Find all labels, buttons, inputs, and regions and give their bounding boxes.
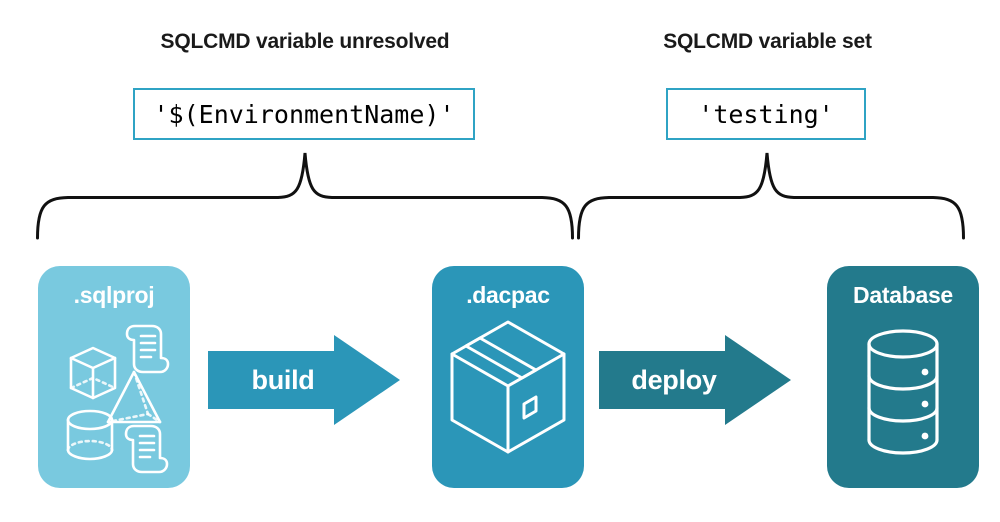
cube-icon <box>69 346 117 400</box>
artifact-sqlproj: .sqlproj <box>38 266 190 488</box>
heading-sqlcmd-variable-unresolved: SQLCMD variable unresolved <box>160 30 450 53</box>
heading-sqlcmd-variable-set: SQLCMD variable set <box>663 30 872 53</box>
cylinder-icon <box>66 409 114 461</box>
pyramid-icon <box>106 370 162 424</box>
artifact-database: Database <box>827 266 979 488</box>
arrow-build-shape <box>208 335 400 425</box>
brace-left-icon <box>36 152 574 240</box>
script-icon <box>125 324 170 374</box>
brace-right-icon <box>577 152 965 240</box>
artifact-dacpac-label: .dacpac <box>466 282 550 308</box>
value-box-unresolved: '$(EnvironmentName)' <box>133 88 475 140</box>
sql-project-objects-icon <box>38 300 190 488</box>
database-cylinder-icon <box>827 300 979 488</box>
value-box-set: 'testing' <box>666 88 866 140</box>
artifact-dacpac: .dacpac <box>432 266 584 488</box>
package-box-icon <box>432 300 584 488</box>
artifact-sqlproj-label: .sqlproj <box>73 282 155 308</box>
artifact-database-label: Database <box>853 282 953 308</box>
arrow-deploy-shape <box>599 335 791 425</box>
script-icon <box>124 424 169 474</box>
arrow-build: build <box>208 333 400 427</box>
arrow-deploy: deploy <box>599 333 791 427</box>
